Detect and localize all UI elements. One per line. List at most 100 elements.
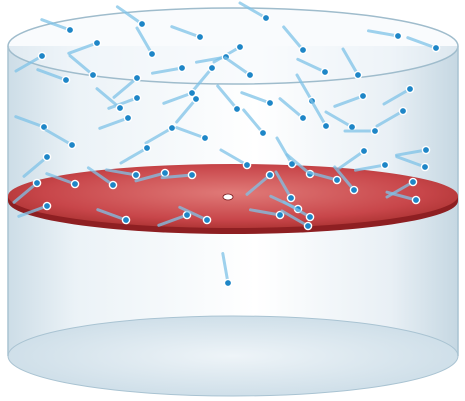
particle: [88, 70, 98, 80]
particle: [67, 140, 77, 150]
particle: [235, 42, 245, 52]
particle-trail: [14, 115, 46, 129]
particle: [92, 38, 102, 48]
particle: [408, 177, 418, 187]
particle: [187, 170, 197, 180]
particle: [65, 25, 75, 35]
particle: [258, 128, 268, 138]
particle-trail: [195, 55, 228, 64]
particle: [320, 67, 330, 77]
particle: [187, 88, 197, 98]
particle-trail: [98, 116, 130, 130]
particle-trail: [14, 54, 44, 73]
particle-trail: [44, 128, 74, 147]
particle-trail: [285, 153, 312, 176]
particle: [232, 104, 242, 114]
particle-trail: [162, 91, 194, 105]
particle: [353, 70, 363, 80]
particle: [303, 221, 313, 231]
particle: [108, 180, 118, 190]
particle-trail: [282, 25, 305, 52]
particle: [42, 152, 52, 162]
particle-trail: [385, 190, 418, 202]
particle-trail: [160, 173, 194, 180]
particle-trail: [67, 41, 99, 55]
particle-trail: [274, 170, 293, 200]
particle: [132, 73, 142, 83]
particle-trail: [221, 252, 230, 285]
particle: [398, 106, 408, 116]
particle: [37, 51, 47, 61]
particle-trail: [278, 97, 305, 120]
particle-trail: [86, 166, 115, 187]
particle: [261, 13, 271, 23]
particle-trail: [36, 68, 68, 82]
particle-trail: [295, 73, 314, 103]
particle: [123, 113, 133, 123]
particle: [405, 84, 415, 94]
particle-trail: [115, 5, 144, 26]
particle-trail: [309, 98, 328, 128]
particle-trail: [382, 87, 412, 106]
particle-trail: [306, 170, 339, 182]
membrane: [8, 164, 458, 234]
particle-trail: [375, 109, 405, 128]
particle-trail: [242, 108, 265, 135]
particle-trail: [191, 66, 214, 93]
particle-trail: [17, 204, 49, 218]
particle-trail: [170, 25, 202, 39]
particle-trail: [95, 87, 122, 110]
particle-trail: [175, 126, 207, 140]
particle-trail: [216, 84, 239, 111]
particle-trail: [395, 148, 428, 157]
particle-trail: [68, 54, 95, 77]
particle: [207, 63, 217, 73]
particle: [160, 168, 170, 178]
pinhole: [222, 193, 234, 201]
particle-trail: [324, 110, 354, 129]
particle: [370, 126, 380, 136]
particle: [265, 98, 275, 108]
particle-trail: [249, 208, 282, 217]
particle-trail: [275, 136, 294, 166]
particle: [286, 193, 296, 203]
particle-trail: [151, 66, 184, 75]
particle-trail: [12, 181, 39, 204]
particle: [115, 103, 125, 113]
particle: [411, 195, 421, 205]
particle-trail: [40, 18, 72, 32]
particle: [245, 70, 255, 80]
particle: [431, 43, 441, 53]
particle-trail: [134, 171, 167, 183]
particle: [32, 178, 42, 188]
cylinder-top-rim: [7, 7, 459, 85]
particle: [305, 212, 315, 222]
particle-trail: [135, 26, 154, 56]
particle: [275, 210, 285, 220]
particle: [349, 185, 359, 195]
particle-trail: [341, 47, 360, 77]
particle-trail: [45, 172, 77, 186]
particle-trail: [107, 96, 139, 110]
particle: [195, 32, 205, 42]
particle-trail: [280, 209, 310, 228]
particle: [42, 201, 52, 211]
particle: [380, 160, 390, 170]
particle-trail: [105, 168, 138, 177]
particle: [359, 146, 369, 156]
particle: [131, 170, 141, 180]
particle: [332, 175, 342, 185]
particle: [202, 215, 212, 225]
escaped-particle: [223, 278, 233, 288]
particle-trail: [333, 94, 365, 108]
particle: [177, 63, 187, 73]
particle-trail: [119, 146, 149, 165]
particle: [61, 75, 71, 85]
particle: [132, 93, 142, 103]
particle: [121, 215, 131, 225]
particle: [321, 121, 331, 131]
particle: [191, 94, 201, 104]
particle-trail: [395, 155, 427, 169]
particle: [200, 133, 210, 143]
